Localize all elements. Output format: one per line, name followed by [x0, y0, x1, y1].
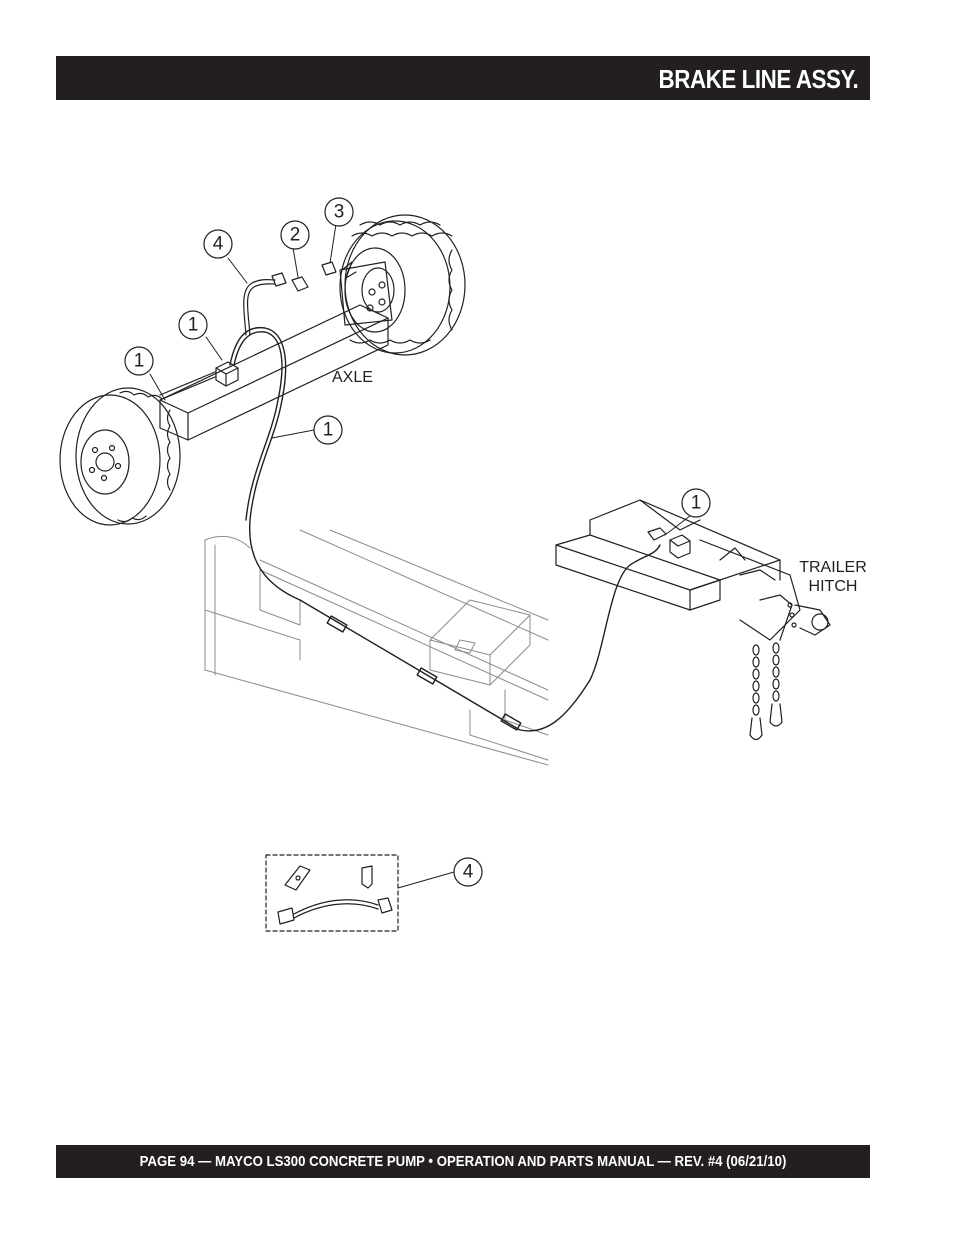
- safety-chains: [749, 642, 783, 741]
- header-bar: BRAKE LINE ASSY.: [56, 56, 870, 100]
- callout-1: 1: [691, 493, 702, 514]
- pump-chassis-ghost: [204, 529, 549, 766]
- right-wheel: [339, 214, 466, 356]
- callout-2: 2: [290, 225, 301, 246]
- callout-circle: [453, 857, 483, 887]
- left-wheel: [59, 387, 181, 526]
- callout-circle: [280, 220, 310, 250]
- callout-circle: [124, 346, 154, 376]
- callout-circle: [313, 415, 343, 445]
- callout-4: 4: [213, 234, 224, 255]
- callout-circle: [203, 229, 233, 259]
- axle-beam: [159, 261, 393, 441]
- axle-label: AXLE: [332, 369, 373, 386]
- trailer-tongue: [555, 499, 831, 641]
- brake-tee-block-axle: [159, 361, 239, 401]
- callouts: [124, 197, 711, 887]
- leader-lines: [149, 223, 691, 889]
- trailer-hitch-label-line1: TRAILER: [799, 559, 867, 576]
- callout-circle: [681, 488, 711, 518]
- callout-1: 1: [134, 351, 145, 372]
- callout-circle: [178, 310, 208, 340]
- callout-1: 1: [323, 420, 334, 441]
- callout-circle: [324, 197, 354, 227]
- brake-fittings-wheel: [243, 261, 357, 336]
- callout-4: 4: [463, 862, 474, 883]
- callout-1: 1: [188, 315, 199, 336]
- callout-3: 3: [334, 202, 345, 223]
- footer-text: PAGE 94 — MAYCO LS300 CONCRETE PUMP • OP…: [139, 1153, 787, 1170]
- page-title: BRAKE LINE ASSY.: [658, 64, 858, 94]
- footer-bar: PAGE 94 — MAYCO LS300 CONCRETE PUMP • OP…: [56, 1145, 870, 1178]
- brake-hose: [229, 327, 661, 732]
- hose-kit-inset: [265, 854, 399, 932]
- trailer-hitch-label-line2: HITCH: [809, 578, 858, 595]
